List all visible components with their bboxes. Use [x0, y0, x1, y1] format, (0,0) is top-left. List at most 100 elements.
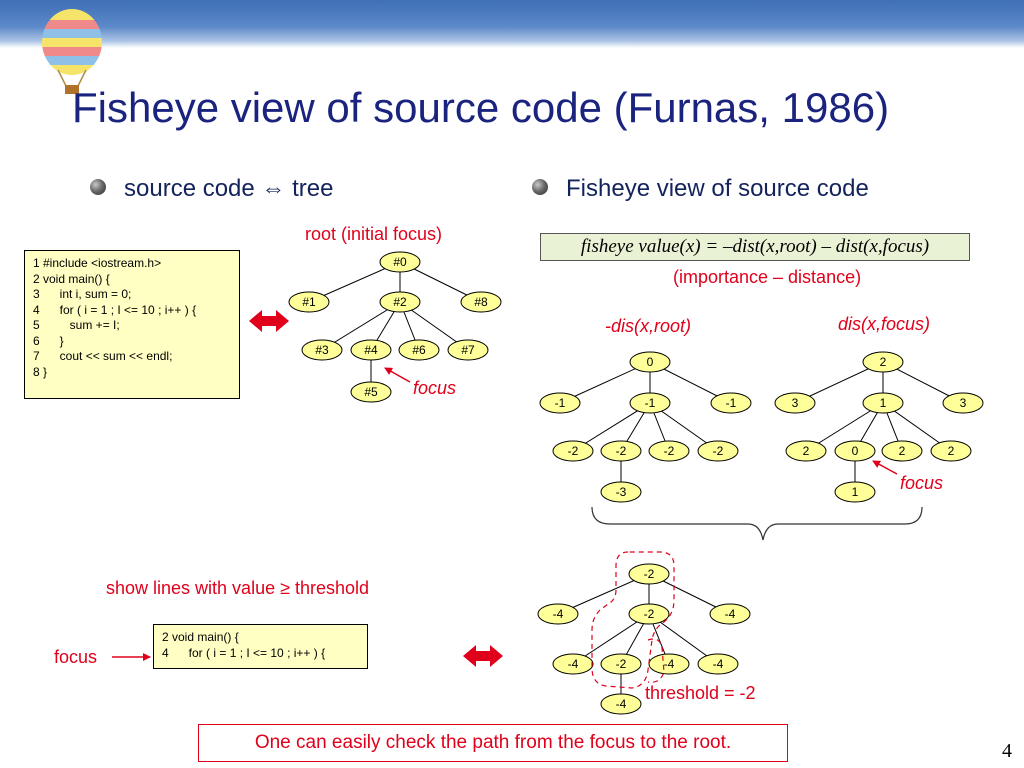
- tree-node: [629, 392, 671, 414]
- tree-node: [460, 291, 502, 313]
- tree-node: [862, 392, 904, 414]
- bullet-text: Fisheye view of source code: [566, 175, 869, 202]
- tree-node: [710, 392, 752, 414]
- tree-node-label: -4: [568, 657, 579, 671]
- show-lines-label: show lines with value ≥ threshold: [106, 578, 370, 598]
- bullet-icon: [532, 178, 548, 195]
- tree-node: [648, 653, 690, 675]
- tree-node-label: #8: [474, 295, 488, 309]
- tree-node-label: #2: [393, 295, 407, 309]
- code-line: 5 sum += I;: [33, 318, 120, 332]
- tree-node: [552, 653, 594, 675]
- focus-label-left: focus: [413, 378, 457, 398]
- code-line: 4 for ( i = 1 ; I <= 10 ; i++ ) {: [33, 302, 197, 317]
- tree-node-label: -2: [644, 607, 655, 621]
- tree-node: [628, 603, 670, 625]
- tree-node: [942, 392, 984, 414]
- source-code-filtered: 2 void main() { 4 for ( i = 1 ; I <= 10 …: [153, 624, 368, 669]
- tree-node: [648, 440, 690, 462]
- hot-air-balloon-logo: [42, 9, 102, 94]
- code-line: 2 void main() {: [33, 271, 110, 286]
- double-arrow-icon: [463, 645, 503, 667]
- tree-node-label: 2: [948, 444, 955, 458]
- root-initial-focus-label: root (initial focus): [305, 224, 443, 244]
- tree-node: [379, 251, 421, 273]
- focus-label-right: focus: [900, 473, 944, 493]
- tree-node-label: -2: [664, 444, 675, 458]
- curly-brace: [591, 506, 923, 541]
- tree-node: [600, 481, 642, 503]
- tree-node-label: 2: [880, 355, 887, 369]
- tree-node-label: -4: [553, 607, 564, 621]
- code-line: 1 #include <iostream.h>: [33, 256, 162, 270]
- tree-node-label: -2: [616, 657, 627, 671]
- tree-edge: [572, 613, 650, 665]
- tree-node: [785, 440, 827, 462]
- tree-node-label: 1: [852, 485, 859, 499]
- tree-node-label: #5: [364, 385, 378, 399]
- conclusion-message: One can easily check the path from the f…: [198, 724, 788, 762]
- tree-node-label: 1: [880, 396, 887, 410]
- focus-arrow: [872, 460, 898, 475]
- tree-node: [834, 481, 876, 503]
- tree-node: [881, 440, 923, 462]
- tree-node-label: -4: [616, 697, 627, 711]
- tree-node-label: 2: [803, 444, 810, 458]
- tree-node: [697, 440, 739, 462]
- tree-node-label: -1: [555, 396, 566, 410]
- tree-node: [350, 339, 392, 361]
- focus-arrow: [384, 367, 411, 383]
- tree-node-label: 0: [852, 444, 859, 458]
- fisheye-value-tree: -2-4-2-4-4-2-4-4-4: [537, 563, 751, 715]
- tree-node: [537, 603, 579, 625]
- path-highlight: [647, 638, 665, 683]
- tree-node: [834, 440, 876, 462]
- bullet-text: source code ⇔ tree: [124, 175, 334, 202]
- tree-node: [629, 351, 671, 373]
- tree-node: [774, 392, 816, 414]
- tree-node-label: -2: [616, 444, 627, 458]
- tree-node-label: -1: [645, 396, 656, 410]
- tree-node: [697, 653, 739, 675]
- header-bar: [0, 0, 1024, 48]
- tree-node-label: -4: [725, 607, 736, 621]
- double-arrow-icon: [249, 310, 289, 332]
- importance-distance-label: (importance – distance): [673, 267, 862, 287]
- tree-node-label: -2: [713, 444, 724, 458]
- dis-focus-label: dis(x,focus): [838, 314, 931, 334]
- tree-node: [600, 440, 642, 462]
- tree-node: [600, 653, 642, 675]
- focus-label-bottom: focus: [54, 647, 98, 667]
- neg-dis-root-label: -dis(x,root): [605, 316, 692, 336]
- tree-node-label: -1: [726, 396, 737, 410]
- tree-node-label: 3: [792, 396, 799, 410]
- code-line: 7 cout << sum << endl;: [33, 349, 173, 363]
- page-number: 4: [1002, 740, 1012, 762]
- code-line: 6 }: [33, 333, 64, 348]
- threshold-label: threshold = -2: [645, 683, 756, 703]
- tree-node: [862, 351, 904, 373]
- tree-node-label: -2: [568, 444, 579, 458]
- tree-node: [350, 381, 392, 403]
- tree-node: [709, 603, 751, 625]
- source-tree: #0#1#2#8#3#4#6#7#5: [288, 251, 502, 403]
- tree-node-label: 3: [960, 396, 967, 410]
- tree-node: [552, 440, 594, 462]
- tree-node-label: #7: [461, 343, 475, 357]
- fisheye-formula: fisheye value(x) = –dist(x,root) – dist(…: [540, 233, 970, 261]
- code-line: 3 int i, sum = 0;: [33, 287, 132, 301]
- tree-node: [288, 291, 330, 313]
- tree-node-label: #4: [364, 343, 378, 357]
- tree-node-label: -4: [713, 657, 724, 671]
- tree-node-label: 0: [647, 355, 654, 369]
- tree-node-label: -4: [664, 657, 675, 671]
- focus-distance-tree: 2 3 1 3 2 0 2 2 1: [774, 351, 984, 503]
- bullet-fisheye-view: Fisheye view of source code: [532, 175, 869, 203]
- code-line: 4 for ( i = 1 ; I <= 10 ; i++ ) {: [162, 645, 326, 660]
- tree-node-label: 2: [899, 444, 906, 458]
- tree-node-label: #3: [315, 343, 329, 357]
- bullet-source-code-tree: source code ⇔ tree: [90, 175, 333, 203]
- tree-node-label: #6: [412, 343, 426, 357]
- tree-node: [379, 291, 421, 313]
